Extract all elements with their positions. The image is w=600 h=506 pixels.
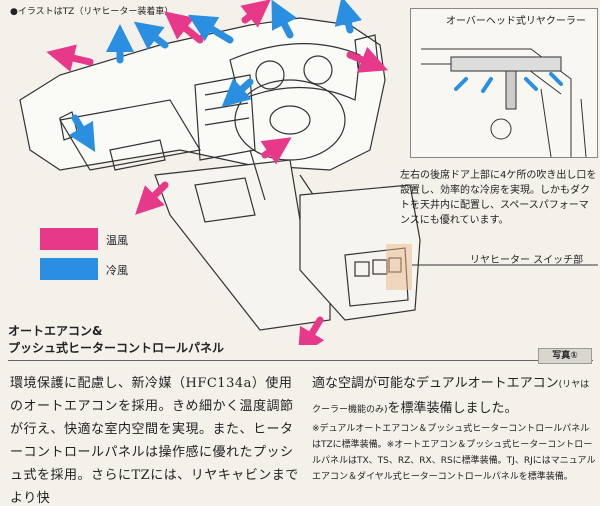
rear-heater-switch-highlight: [386, 244, 412, 290]
dashboard-outline: [19, 17, 421, 331]
photo-badge: 写真①: [538, 348, 592, 364]
body-text-right: 適な空調が可能なデュアルオートエアコン(リヤはクーラー機能のみ)を標準装備しまし…: [312, 372, 596, 422]
rear-cooler-description: 左右の後席ドア上部に4ケ所の吹き出し口を設置し、効率的な冷房を実現。しかもダクト…: [400, 170, 597, 226]
legend-warm-label: 温風: [106, 234, 128, 247]
rear-cooler-inset: [410, 8, 598, 158]
warm-air-arrows: [46, 0, 388, 345]
section-title-line2: プッシュ式ヒーターコントロールパネル: [8, 341, 225, 355]
dashboard-illustration: [19, 0, 598, 345]
body-text-left: 環境保護に配慮し、新冷媒（HFC134a）使用のオートエアコンを採用。きめ細かく…: [10, 376, 299, 506]
legend-cool-swatch: [40, 258, 98, 280]
legend-cool-label: 冷風: [106, 264, 128, 277]
body-text-right-end: を標準装備しました。: [387, 401, 518, 416]
rear-heater-switch-label: リヤヒーター スイッチ部: [470, 255, 584, 266]
section-divider: [8, 360, 593, 361]
body-text-right-small: (リヤはクーラー機能のみ): [312, 380, 590, 415]
cool-air-arrows: [68, 0, 362, 153]
section-title-line1: オートエアコン&: [8, 324, 103, 338]
legend-warm-swatch: [40, 228, 98, 250]
rear-cooler-title: オーバーヘッド式リヤクーラー: [446, 16, 586, 27]
section-title: オートエアコン& プッシュ式ヒーターコントロールパネル: [8, 323, 308, 357]
rear-cooler-illustration: [421, 48, 587, 158]
illustration-note: ●イラストはTZ（リヤヒーター装着車）: [10, 7, 174, 17]
footnote: ※デュアルオートエアコン＆プッシュ式ヒーターコントロールパネルはTZに標準装備。…: [312, 424, 596, 482]
body-text-right-main: 適な空調が可能なデュアルオートエアコン: [312, 376, 559, 391]
